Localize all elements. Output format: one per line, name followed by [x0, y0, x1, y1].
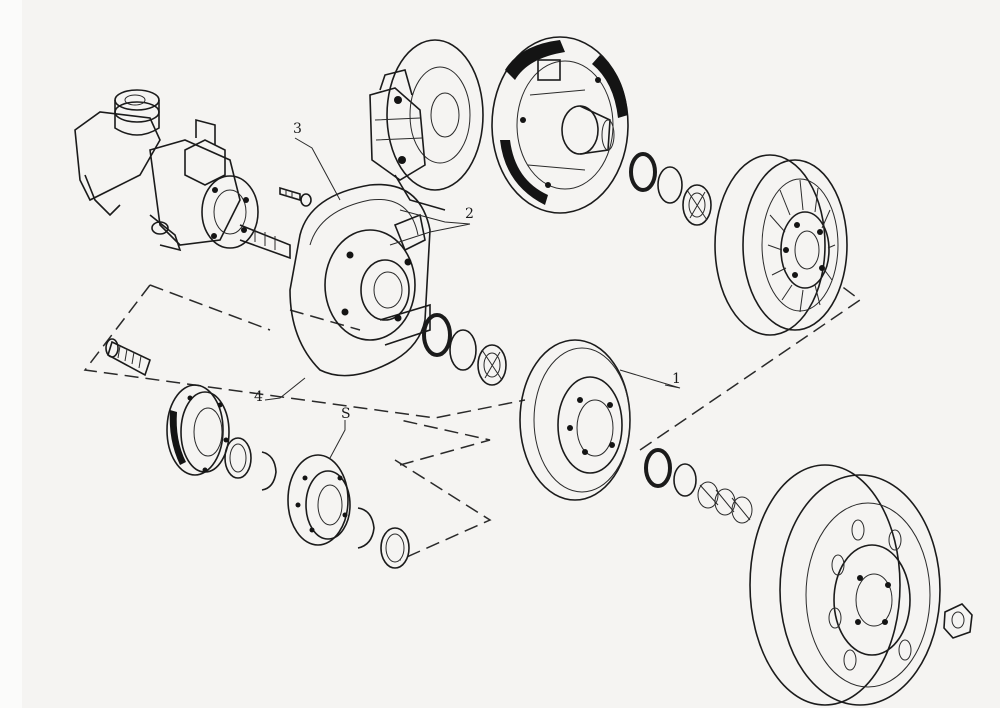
- dust-shield-backing-plate: [289, 183, 431, 377]
- middle-seal-bearing-set: [422, 313, 507, 386]
- brake-caliper-and-disc: [369, 39, 484, 211]
- bolt-and-washer: [279, 186, 312, 207]
- callout-3: 3: [293, 121, 302, 137]
- left-margin-band: [0, 0, 22, 708]
- callout-2: 2: [465, 206, 474, 222]
- callout-1: 1: [672, 371, 681, 387]
- retaining-rings: [357, 507, 410, 569]
- wheel-rim: [749, 464, 973, 706]
- flange-s: [287, 454, 351, 546]
- assembly-guide-lines: [83, 284, 862, 561]
- callout-4: 4: [254, 389, 263, 405]
- callout-s: S: [341, 406, 351, 422]
- brake-disc: [519, 339, 631, 501]
- steering-knuckle: [74, 89, 291, 260]
- upper-seal-bearing-set: [629, 152, 712, 226]
- drum-brake-shoes-assembly: [491, 36, 629, 214]
- callout-leaders: [264, 137, 681, 459]
- hub-bearing-and-nuts: [644, 448, 753, 524]
- brake-drum: [714, 154, 848, 336]
- lower-seal-rings: [224, 437, 277, 491]
- hub-flange: [166, 384, 230, 476]
- wheel-stud: [105, 338, 151, 377]
